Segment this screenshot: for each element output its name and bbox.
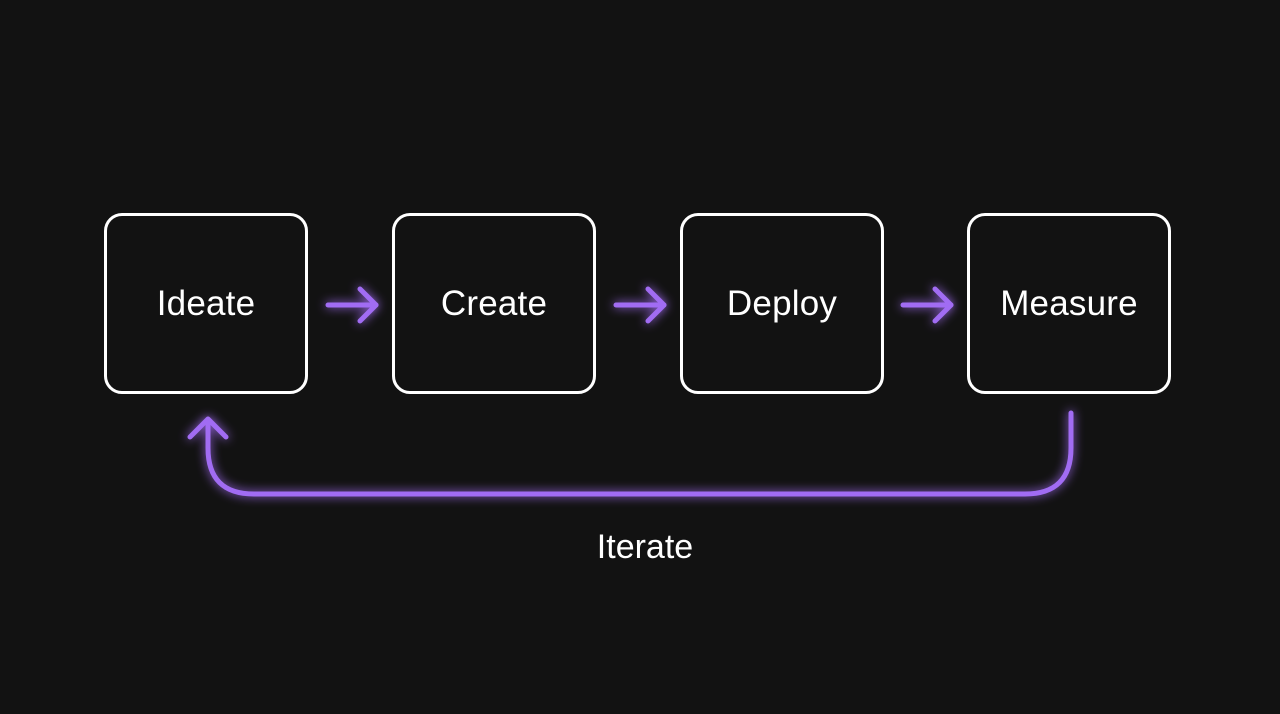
step-box-measure[interactable]: Measure (967, 213, 1171, 394)
step-label-ideate: Ideate (156, 283, 256, 323)
iterate-loop-arrow (187, 410, 1074, 497)
step-box-create[interactable]: Create (392, 213, 596, 394)
arrow-deploy-to-measure (900, 286, 954, 324)
iterate-label: Iterate (596, 528, 694, 566)
step-box-deploy[interactable]: Deploy (680, 213, 884, 394)
arrow-ideate-to-create (325, 286, 379, 324)
step-label-deploy: Deploy (726, 283, 838, 323)
step-label-create: Create (440, 283, 548, 323)
arrow-create-to-deploy (613, 286, 667, 324)
step-box-ideate[interactable]: Ideate (104, 213, 308, 394)
step-label-measure: Measure (1000, 283, 1138, 323)
